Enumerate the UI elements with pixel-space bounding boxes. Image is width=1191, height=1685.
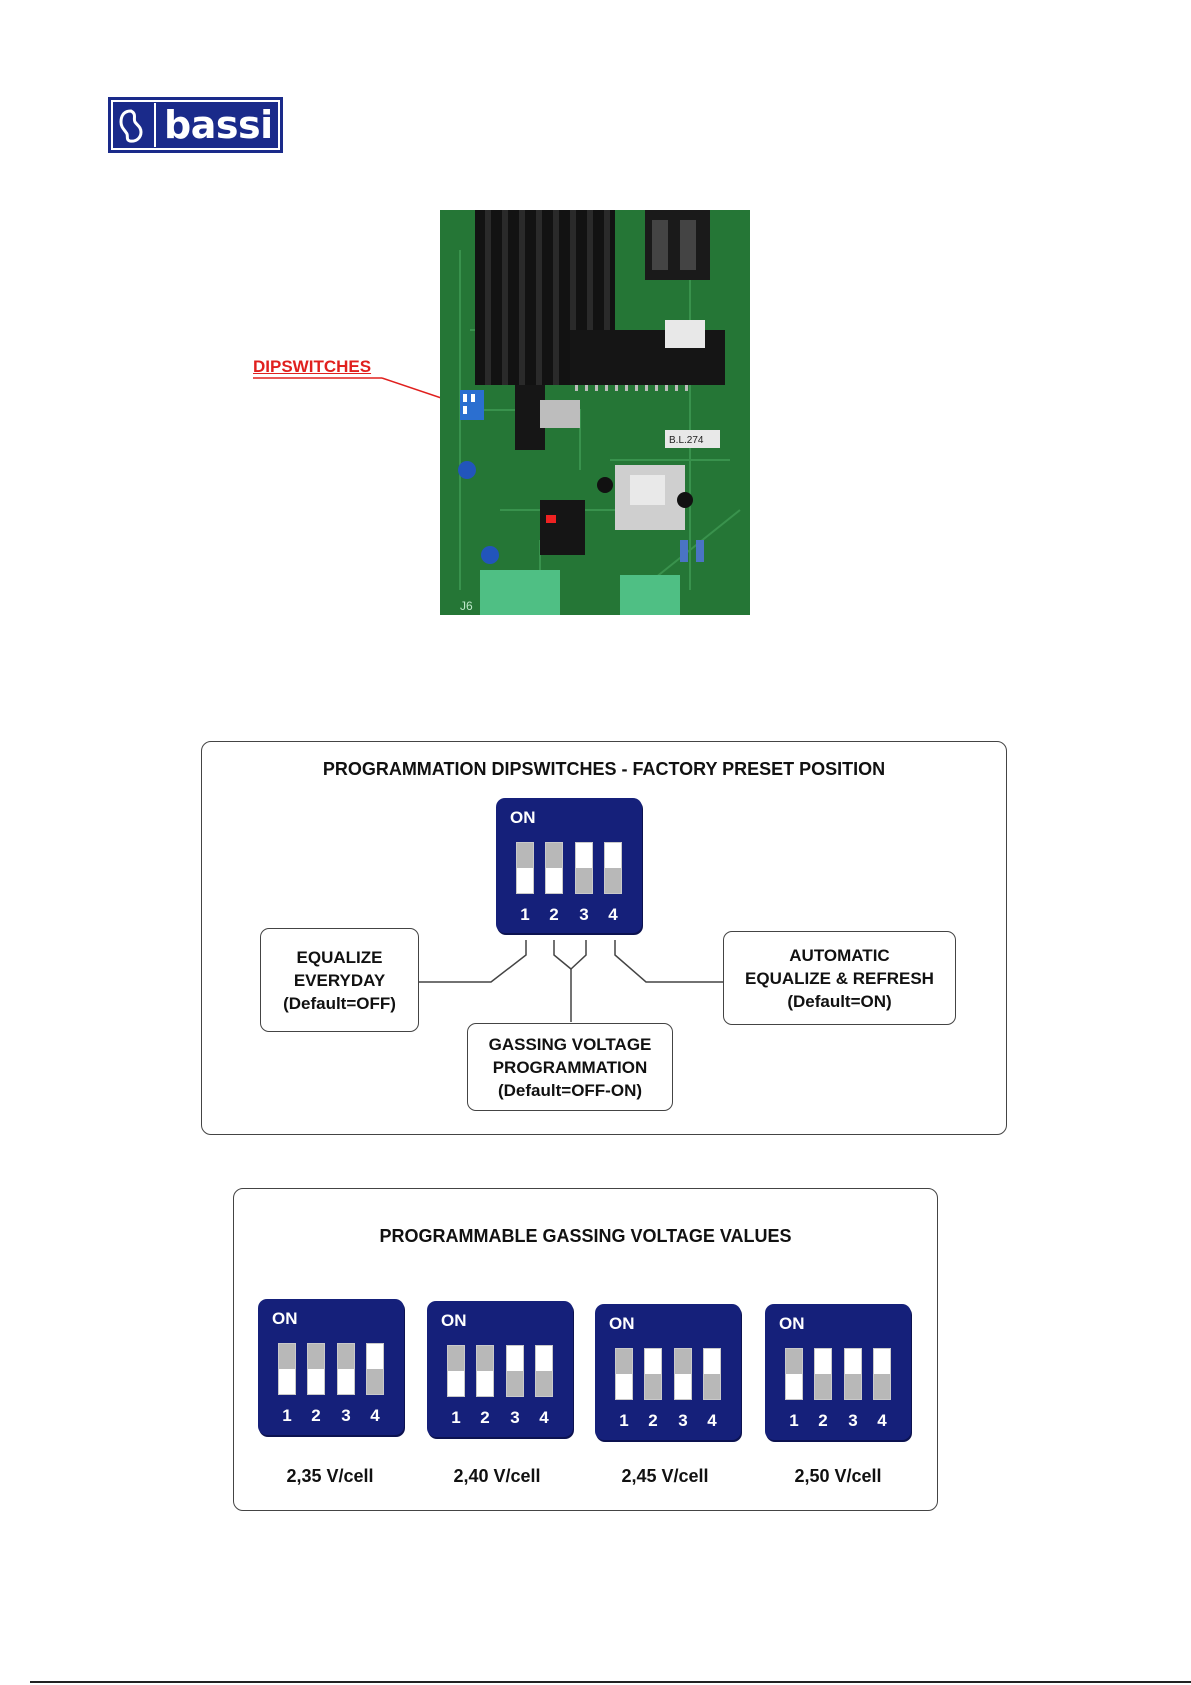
dip-number-4: 4 [539, 1408, 549, 1427]
dip-number-1: 1 [789, 1411, 799, 1430]
voltage-label-2: 2,40 V/cell [453, 1466, 541, 1486]
connector-lines [419, 940, 723, 1022]
equalize-line-3: (Default=OFF) [283, 993, 396, 1013]
voltage-option-dip-2: ON 1 2 3 4 [427, 1301, 573, 1437]
dip-number-4: 4 [370, 1406, 380, 1425]
dip-switch-4 [366, 1343, 384, 1395]
voltage-label-3: 2,45 V/cell [621, 1466, 709, 1486]
dip-number-4: 4 [608, 905, 618, 924]
board-label: B.L.274 [669, 435, 704, 446]
dip-switch-4 [535, 1345, 553, 1397]
automatic-equalize-box: AUTOMATIC EQUALIZE & REFRESH (Default=ON… [723, 931, 956, 1025]
gassing-voltage-values-panel: PROGRAMMABLE GASSING VOLTAGE VALUES ON 1… [233, 1188, 938, 1511]
dip-number-1: 1 [282, 1406, 292, 1425]
factory-preset-panel: PROGRAMMATION DIPSWITCHES - FACTORY PRES… [201, 741, 1007, 1135]
gassing-values-title: PROGRAMMABLE GASSING VOLTAGE VALUES [379, 1226, 792, 1246]
page-bottom-rule [30, 1681, 1191, 1683]
dip-on-label: ON [779, 1314, 805, 1333]
voltage-label-1: 2,35 V/cell [286, 1466, 374, 1486]
voltage-option-dip-1: ON 1 2 3 4 [258, 1299, 404, 1435]
automatic-line-1: AUTOMATIC [789, 945, 890, 965]
dip-on-label: ON [510, 808, 536, 827]
dip-number-2: 2 [549, 905, 559, 924]
automatic-line-3: (Default=ON) [787, 991, 892, 1011]
logo-mark-icon [119, 109, 143, 143]
voltage-option-dip-4: ON 1 2 3 4 [765, 1304, 911, 1440]
automatic-line-2: EQUALIZE & REFRESH [745, 968, 934, 988]
logo-text: bassi [164, 103, 273, 147]
dip-number-2: 2 [818, 1411, 828, 1430]
dip-switch-3 [506, 1345, 524, 1397]
gassing-line-1: GASSING VOLTAGE [488, 1034, 652, 1054]
equalize-line-1: EQUALIZE [296, 947, 383, 967]
dip-number-3: 3 [848, 1411, 858, 1430]
dip-on-label: ON [609, 1314, 635, 1333]
dip-number-2: 2 [480, 1408, 490, 1427]
preset-dip-switch: ON 1 2 3 4 [496, 798, 642, 933]
equalize-line-2: EVERYDAY [293, 970, 386, 990]
dip-number-1: 1 [619, 1411, 629, 1430]
dip-switch-3 [844, 1348, 862, 1400]
dip-switch-1 [615, 1348, 633, 1400]
svg-text:J6: J6 [460, 599, 473, 613]
pcb-image: B.L.274 J6 [440, 210, 750, 615]
dip-number-1: 1 [451, 1408, 461, 1427]
dip-on-label: ON [272, 1309, 298, 1328]
voltage-option-dip-3: ON 1 2 3 4 [595, 1304, 741, 1440]
bassi-logo: bassi [108, 97, 283, 153]
dip-switch-3 [575, 842, 593, 894]
dip-switch-2 [814, 1348, 832, 1400]
dip-number-3: 3 [678, 1411, 688, 1430]
dip-number-2: 2 [648, 1411, 658, 1430]
dip-switch-1 [278, 1343, 296, 1395]
dip-on-label: ON [441, 1311, 467, 1330]
voltage-label-4: 2,50 V/cell [794, 1466, 882, 1486]
gassing-line-3: (Default=OFF-ON) [497, 1080, 643, 1100]
dip-number-1: 1 [520, 905, 530, 924]
dip-switch-1 [516, 842, 534, 894]
circuit-board-photo: DIPSWITCHES [250, 210, 750, 615]
dip-switch-3 [674, 1348, 692, 1400]
dip-switch-2 [545, 842, 563, 894]
dip-switch-1 [785, 1348, 803, 1400]
dip-number-3: 3 [341, 1406, 351, 1425]
dip-switch-4 [604, 842, 622, 894]
dip-switch-4 [873, 1348, 891, 1400]
dip-switch-3 [337, 1343, 355, 1395]
dip-switch-1 [447, 1345, 465, 1397]
factory-preset-title: PROGRAMMATION DIPSWITCHES - FACTORY PRES… [322, 759, 886, 779]
dipswitches-callout-label: DIPSWITCHES [253, 357, 372, 376]
dip-number-4: 4 [707, 1411, 717, 1430]
dip-number-2: 2 [311, 1406, 321, 1425]
dip-number-3: 3 [510, 1408, 520, 1427]
dip-switch-4 [703, 1348, 721, 1400]
dip-number-3: 3 [579, 905, 589, 924]
gassing-line-2: PROGRAMMATION [492, 1057, 648, 1077]
dip-switch-2 [644, 1348, 662, 1400]
gassing-voltage-box: GASSING VOLTAGE PROGRAMMATION (Default=O… [467, 1023, 673, 1111]
logo-separator [154, 103, 156, 147]
equalize-everyday-box: EQUALIZE EVERYDAY (Default=OFF) [260, 928, 419, 1032]
dip-switch-2 [476, 1345, 494, 1397]
dip-number-4: 4 [877, 1411, 887, 1430]
dip-switch-2 [307, 1343, 325, 1395]
